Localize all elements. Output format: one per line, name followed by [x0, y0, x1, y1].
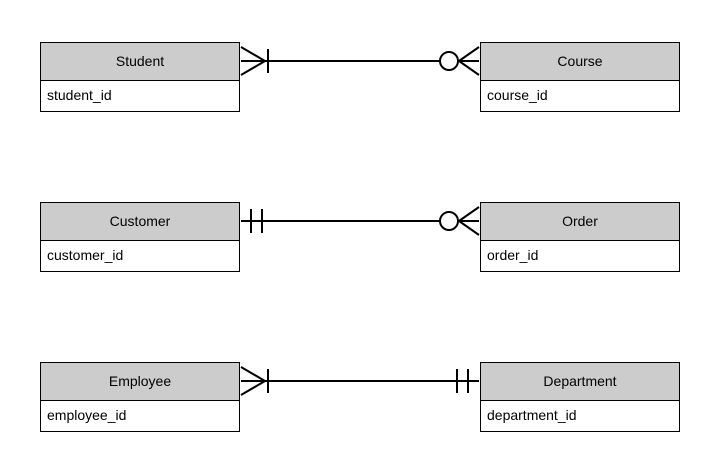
cardinality-marker-order-zero-or-many — [439, 206, 480, 236]
entity-name-order: Order — [481, 203, 679, 241]
cardinality-marker-student-one-or-many — [240, 46, 269, 76]
entity-name-student: Student — [41, 43, 239, 81]
entity-name-course: Course — [481, 43, 679, 81]
entity-name-customer: Customer — [41, 203, 239, 241]
cardinality-marker-department-exactly-one — [456, 369, 469, 393]
entity-box-student[interactable]: Student student_id — [40, 42, 240, 112]
entity-name-department: Department — [481, 363, 679, 401]
cardinality-marker-employee-one-or-many — [240, 366, 269, 396]
relationship-connector-student-course — [240, 46, 480, 76]
entity-box-customer[interactable]: Customer customer_id — [40, 202, 240, 272]
entity-attribute-student-id: student_id — [41, 81, 239, 111]
entity-attribute-course-id: course_id — [481, 81, 679, 111]
entity-box-employee[interactable]: Employee employee_id — [40, 362, 240, 432]
entity-name-employee: Employee — [41, 363, 239, 401]
relationship-connector-employee-department — [240, 366, 479, 396]
entity-attribute-customer-id: customer_id — [41, 241, 239, 271]
entity-box-department[interactable]: Department department_id — [480, 362, 680, 432]
entity-attribute-order-id: order_id — [481, 241, 679, 271]
entity-attribute-department-id: department_id — [481, 401, 679, 431]
entity-box-course[interactable]: Course course_id — [480, 42, 680, 112]
cardinality-marker-customer-exactly-one — [250, 209, 263, 233]
cardinality-marker-course-zero-or-many — [439, 46, 480, 76]
entity-box-order[interactable]: Order order_id — [480, 202, 680, 272]
relationship-connector-customer-order — [241, 206, 480, 236]
entity-attribute-employee-id: employee_id — [41, 401, 239, 431]
